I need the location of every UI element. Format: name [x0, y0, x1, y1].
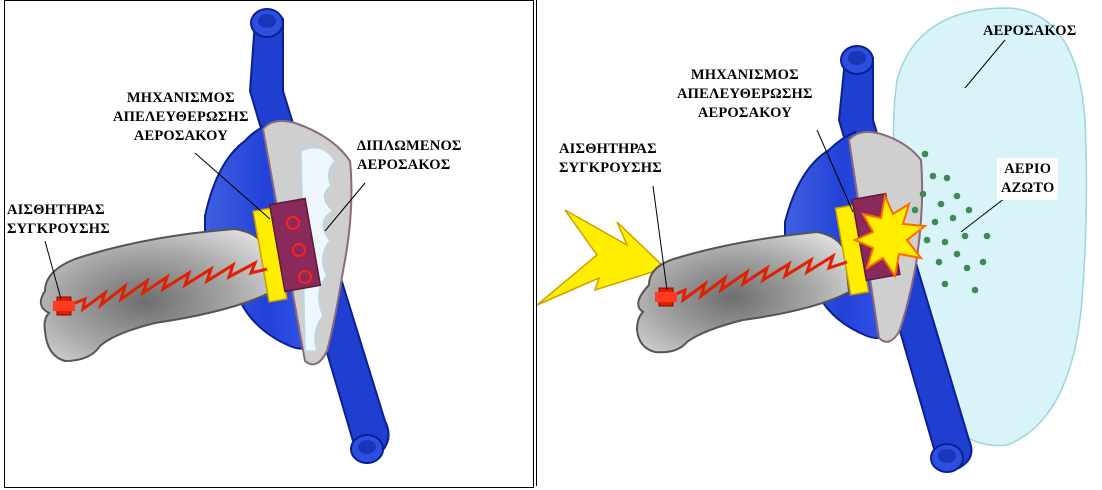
label-nitrogen-gas: ΑΕΡΙΟ ΑΖΩΤΟ — [997, 158, 1058, 200]
sensor-arm — [41, 229, 273, 361]
diagram-folded-airbag: ΑΙΣΘΗΤΗΡΑΣ ΣΥΓΚΡΟΥΣΗΣ ΜΗΧΑΝΙΣΜΟΣ ΑΠΕΛΕΥΘ… — [4, 0, 534, 488]
label-crash-sensor: ΑΙΣΘΗΤΗΡΑΣ ΣΥΓΚΡΟΥΣΗΣ — [7, 201, 110, 239]
label-airbag: ΑΕΡΟΣΑΚΟΣ — [983, 22, 1076, 41]
label-release-mechanism: ΜΗΧΑΝΙΣΜΟΣ ΑΠΕΛΕΥΘΕΡΩΣΗΣ ΑΕΡΟΣΑΚΟΥ — [113, 89, 249, 146]
label-release-mechanism: ΜΗΧΑΝΙΣΜΟΣ ΑΠΕΛΕΥΘΕΡΩΣΗΣ ΑΕΡΟΣΑΚΟΥ — [677, 66, 813, 123]
label-crash-sensor: ΑΙΣΘΗΤΗΡΑΣ ΣΥΓΚΡΟΥΣΗΣ — [559, 140, 662, 178]
right-illustration — [537, 0, 1099, 486]
diagram-deployed-airbag: ΑΙΣΘΗΤΗΡΑΣ ΣΥΓΚΡΟΥΣΗΣ ΜΗΧΑΝΙΣΜΟΣ ΑΠΕΛΕΥΘ… — [536, 0, 1099, 486]
left-illustration — [5, 1, 533, 487]
label-folded-airbag: ΔΙΠΛΩΜΕΝΟΣ ΑΕΡΟΣΑΚΟΣ — [357, 137, 462, 175]
